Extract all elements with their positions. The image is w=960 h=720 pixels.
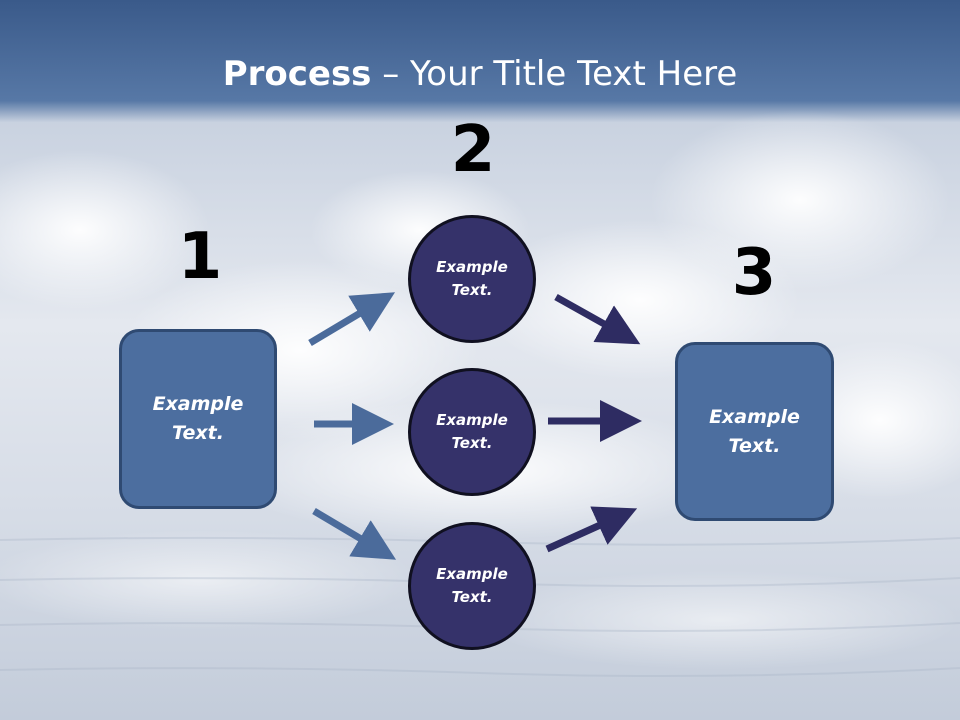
arrow-left-to-bottom: [312, 507, 397, 560]
step-number-1: 1: [177, 220, 223, 294]
arrow-left-to-top: [308, 292, 396, 347]
step-number-2: 2: [450, 113, 496, 187]
step-2-circle-top: Example Text.: [408, 215, 536, 343]
arrow-top-to-right: [554, 293, 641, 345]
step-1-box: Example Text.: [119, 329, 277, 509]
step-2-circle-middle: Example Text.: [408, 368, 536, 496]
step-2-circle-bottom: Example Text.: [408, 522, 536, 650]
circle-bottom-text: Example Text.: [436, 565, 508, 606]
step-3-text: Example Text.: [709, 405, 800, 457]
slide-title: Process – Your Title Text Here: [0, 52, 960, 96]
arrow-bottom-to-right: [545, 506, 638, 553]
circle-top-text: Example Text.: [436, 258, 508, 299]
step-1-text: Example Text.: [152, 393, 244, 444]
step-3-box: Example Text.: [675, 342, 834, 521]
circle-middle-text: Example Text.: [436, 411, 508, 452]
title-rest: – Your Title Text Here: [371, 54, 738, 94]
title-bold: Process: [222, 54, 372, 94]
step-number-3: 3: [731, 236, 777, 310]
